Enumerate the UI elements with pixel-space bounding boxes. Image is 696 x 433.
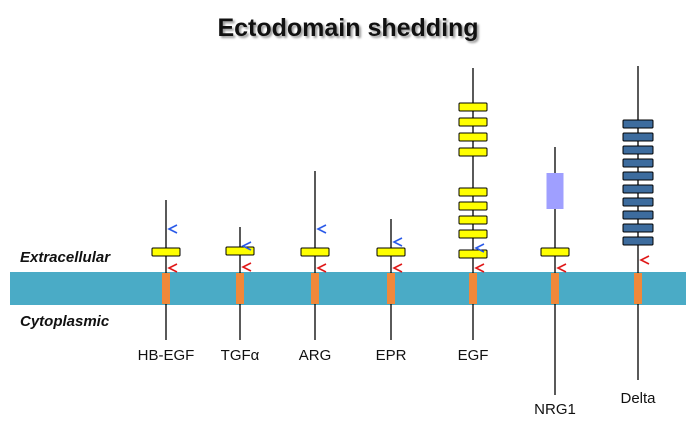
tgf-egf-domain: [225, 246, 255, 256]
hb-egf-blue-cleavage-arrow: [167, 224, 178, 234]
cytoplasmic-label: Cytoplasmic: [20, 313, 110, 330]
egf-egf-domain: [458, 187, 488, 197]
egf-egf-domain: [458, 229, 488, 239]
diagram-title: Ectodomain shedding: [217, 14, 479, 42]
epr-label: EPR: [376, 347, 407, 364]
epr-blue-cleavage-arrow: [392, 237, 403, 247]
egf-egf-domain: [458, 102, 488, 112]
hb-egf-label: HB-EGF: [138, 347, 195, 364]
protein-arg: ARG: [299, 171, 332, 364]
delta-delta-domain: [622, 145, 654, 155]
egf-egf-domain: [458, 117, 488, 127]
delta-delta-domain: [622, 171, 654, 181]
egf-red-cleavage-arrow: [474, 263, 485, 273]
egf-blue-cleavage-arrow: [474, 243, 485, 253]
tgf-transmembrane-segment: [236, 273, 244, 304]
hb-egf-transmembrane-segment: [162, 273, 170, 304]
egf-egf-domain: [458, 201, 488, 211]
egf-egf-domain: [458, 249, 488, 259]
arg-transmembrane-segment: [311, 273, 319, 304]
delta-red-cleavage-arrow: [639, 255, 650, 265]
nrg1-ig-domain: [546, 173, 564, 209]
protein-tgf: TGFα: [221, 227, 260, 364]
delta-delta-domain: [622, 158, 654, 168]
egf-egf-domain: [458, 215, 488, 225]
egf-transmembrane-segment: [469, 273, 477, 304]
epr-red-cleavage-arrow: [392, 263, 403, 273]
delta-delta-domain: [622, 132, 654, 142]
epr-egf-domain: [376, 247, 406, 257]
hb-egf-red-cleavage-arrow: [167, 263, 178, 273]
epr-transmembrane-segment: [387, 273, 395, 304]
egf-egf-domain: [458, 147, 488, 157]
extracellular-label: Extracellular: [20, 249, 111, 266]
protein-nrg1: NRG1: [534, 147, 576, 418]
protein-delta: Delta: [620, 66, 656, 407]
tgf-blue-cleavage-arrow: [241, 241, 252, 251]
nrg1-label: NRG1: [534, 401, 576, 418]
arg-label: ARG: [299, 347, 332, 364]
protein-egf: EGF: [458, 68, 489, 364]
nrg1-red-cleavage-arrow: [556, 263, 567, 273]
arg-red-cleavage-arrow: [316, 263, 327, 273]
delta-delta-domain: [622, 197, 654, 207]
egf-egf-domain: [458, 132, 488, 142]
nrg1-transmembrane-segment: [551, 273, 559, 304]
delta-label: Delta: [620, 390, 656, 407]
delta-delta-domain: [622, 236, 654, 246]
hb-egf-egf-domain: [151, 247, 181, 257]
delta-delta-domain: [622, 119, 654, 129]
protein-group: HB-EGF TGFα ARG EPR EGF NRG1 Delta: [138, 66, 656, 418]
tgf-label: TGFα: [221, 347, 260, 364]
delta-delta-domain: [622, 223, 654, 233]
delta-delta-domain: [622, 210, 654, 220]
nrg1-egf-domain: [540, 247, 570, 257]
protein-epr: EPR: [376, 219, 407, 364]
arg-egf-domain: [300, 247, 330, 257]
delta-transmembrane-segment: [634, 273, 642, 304]
egf-label: EGF: [458, 347, 489, 364]
cell-membrane: [10, 272, 686, 305]
arg-blue-cleavage-arrow: [316, 224, 327, 234]
tgf-red-cleavage-arrow: [241, 262, 252, 272]
protein-hb-egf: HB-EGF: [138, 200, 195, 364]
delta-delta-domain: [622, 184, 654, 194]
